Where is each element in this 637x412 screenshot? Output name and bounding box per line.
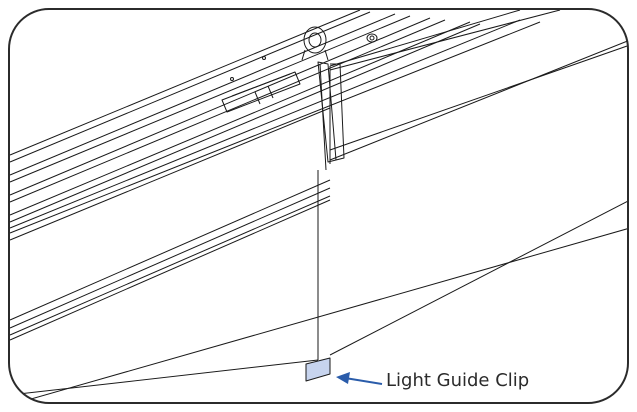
callout-label: Light Guide Clip	[386, 370, 530, 391]
diffuser-panel	[9, 39, 628, 403]
mounting-rail	[9, 9, 541, 234]
light-guide-clip	[305, 357, 331, 382]
frame-border	[8, 8, 629, 404]
rail-slot	[221, 56, 301, 113]
mounting-strap	[317, 61, 345, 171]
fixture-top-surface	[329, 9, 628, 151]
callout-arrow	[336, 372, 383, 385]
eye-bolt	[301, 26, 378, 61]
